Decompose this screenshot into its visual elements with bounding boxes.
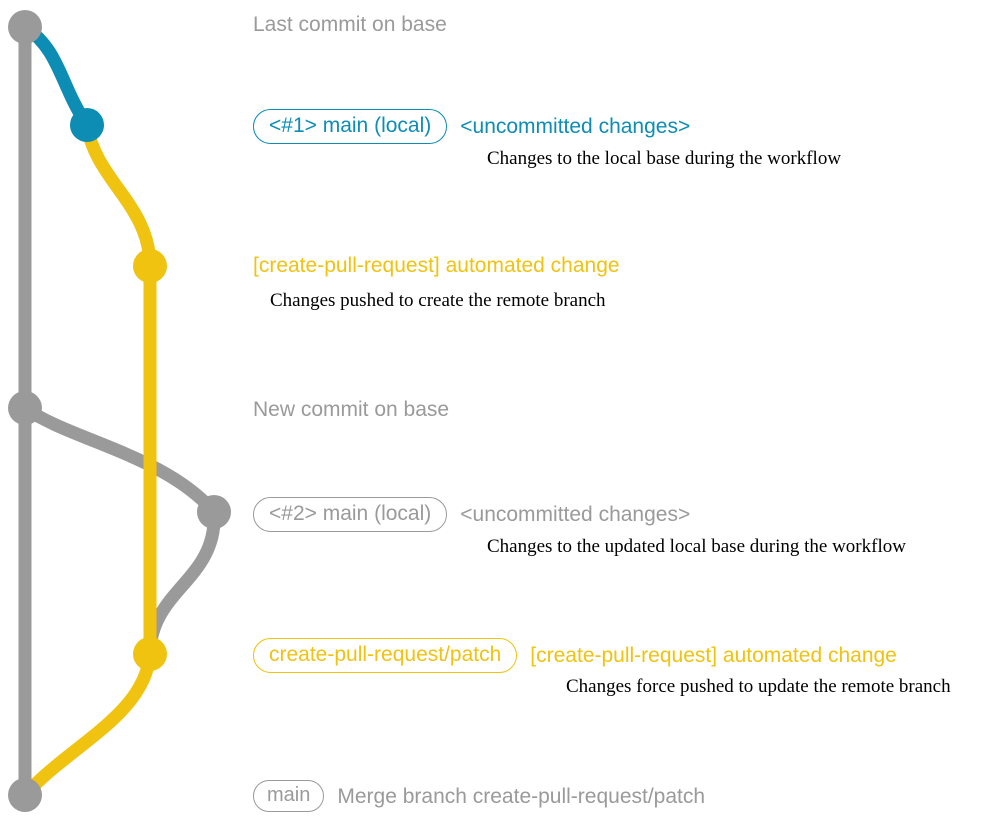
commit-node-patch-2[interactable] (133, 637, 167, 671)
commit-node-base-new[interactable] (8, 391, 42, 425)
label-new-commit-on-base: New commit on base (253, 398, 450, 421)
commit-row-automated-change-2: create-pull-request/patch [create-pull-r… (253, 638, 897, 673)
branch-pill-main[interactable]: main (253, 780, 325, 812)
commit-row-local-2: <#2> main (local) <uncommitted changes> (253, 497, 690, 532)
commit-note-local-2: Changes to the updated local base during… (487, 536, 906, 557)
commit-subject-local-1: <uncommitted changes> (460, 115, 691, 138)
commit-subject-local-2: <uncommitted changes> (460, 503, 691, 526)
edge-base-to-local1 (18, 20, 94, 132)
branch-pill-local-2[interactable]: <#2> main (local) (253, 497, 448, 532)
commit-row-automated-change-1: [create-pull-request] automated change (253, 255, 620, 276)
edge-local1-to-patch1 (80, 118, 157, 273)
edge-local2-to-patch2 (143, 505, 221, 661)
commit-subject-automated-change-1: [create-pull-request] automated change (253, 254, 620, 277)
edge-patch2-to-merge (18, 647, 157, 802)
commit-node-local-2[interactable] (197, 495, 231, 529)
commit-note-local-1: Changes to the local base during the wor… (487, 148, 842, 169)
label-last-commit-on-base: Last commit on base (253, 13, 447, 36)
commit-node-local-1[interactable] (70, 108, 104, 142)
commit-row-local-1: <#1> main (local) <uncommitted changes> (253, 109, 690, 144)
commit-subject-automated-change-2: [create-pull-request] automated change (530, 644, 897, 667)
commit-row-merge: main Merge branch create-pull-request/pa… (253, 780, 705, 812)
commit-node-patch-1[interactable] (133, 249, 167, 283)
branch-pill-local-1[interactable]: <#1> main (local) (253, 109, 448, 144)
commit-note-automated-change-1: Changes pushed to create the remote bran… (270, 290, 606, 311)
branch-pill-create-pull-request-patch[interactable]: create-pull-request/patch (253, 638, 518, 673)
commit-note-automated-change-2: Changes force pushed to update the remot… (566, 676, 951, 697)
commit-node-merge[interactable] (8, 778, 42, 812)
edge-base-to-local2 (18, 401, 221, 519)
commit-subject-merge: Merge branch create-pull-request/patch (337, 784, 706, 808)
commit-node-base-head[interactable] (8, 10, 42, 44)
